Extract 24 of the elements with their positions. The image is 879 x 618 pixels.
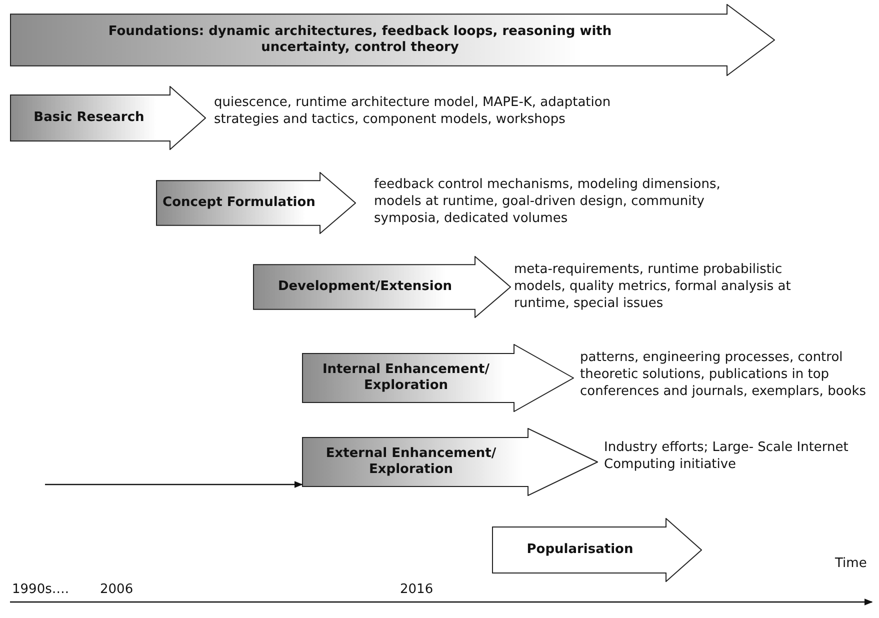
stage-banner <box>10 4 775 76</box>
stage-description: Industry efforts; Large- Scale Internet Computing initiative <box>604 440 850 474</box>
stage-label: Development/Extension <box>278 278 452 296</box>
stage-label: External Enhancement/ Exploration <box>324 446 498 478</box>
stage-label: Popularisation <box>526 542 634 558</box>
axis-title: Time <box>835 556 867 571</box>
stage-label: Basic Research <box>34 110 144 126</box>
stage-banner <box>302 428 598 496</box>
stage-description: feedback control mechanisms, modeling dimensions, models at runtime, goal-driven design, community symposia, dedicated volumes <box>374 177 722 228</box>
stage-banner <box>156 172 356 234</box>
stage-description: meta-requirements, runtime probabilistic models, quality metrics, formal analysis at runtime, special issues <box>514 262 792 313</box>
axis-tick-label: 2016 <box>400 582 434 597</box>
stage-description: patterns, engineering processes, control theoretic solutions, publications in top conferences and journals, exemplars, books <box>580 350 868 401</box>
stage-banner <box>302 344 574 412</box>
stage-label: Foundations: dynamic architectures, feedback loops, reasoning with uncertainty, control theory <box>107 24 613 56</box>
stage-banner <box>253 256 511 318</box>
stage-banner <box>492 518 702 582</box>
stage-banner <box>10 86 206 150</box>
arrow <box>45 481 303 488</box>
axis-tick-label: 1990s…. <box>12 582 69 597</box>
stage-label: Concept Formulation <box>162 194 316 212</box>
stage-description: quiescence, runtime architecture model, MAPE-K, adaptation strategies and tactics, component models, workshops <box>214 95 612 129</box>
axis-tick-label: 2006 <box>100 582 134 597</box>
stage-label: Internal Enhancement/ Exploration <box>321 362 491 394</box>
